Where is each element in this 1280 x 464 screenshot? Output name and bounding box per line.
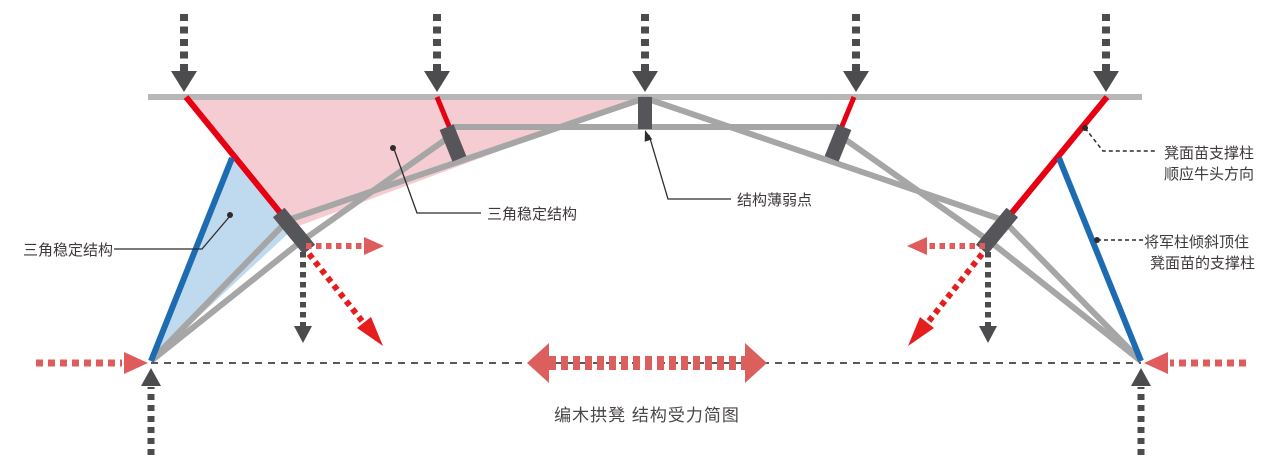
leader-lines xyxy=(114,127,1157,250)
weak-point-label: 结构薄弱点 xyxy=(737,192,812,209)
right-lower-joint-block xyxy=(975,207,1019,255)
center-weak-point-block xyxy=(638,97,652,129)
thrust-arrowhead xyxy=(124,352,148,374)
left-joint-diagonal-arrow xyxy=(306,252,383,346)
left-reaction-arrow xyxy=(141,368,161,455)
king-post-columns xyxy=(148,156,1144,363)
mid-triangle-leader xyxy=(393,148,481,214)
load-arrow-3 xyxy=(632,14,658,92)
load-arrow-5 xyxy=(1093,14,1119,92)
right-peak-member xyxy=(644,95,1144,364)
left-joint-horizontal-arrow xyxy=(306,237,384,255)
reaction-arrowhead xyxy=(141,368,161,386)
leader-dots xyxy=(227,125,1100,243)
force-arrowhead xyxy=(364,237,384,255)
load-arrowhead xyxy=(1093,71,1119,92)
leader-dot xyxy=(1094,237,1100,243)
thrust-arrowhead xyxy=(1144,352,1168,374)
weak-point-leader xyxy=(648,134,731,200)
force-arrowhead xyxy=(357,317,383,346)
mid-triangle-label: 三角稳定结构 xyxy=(487,206,577,223)
foot-thrust-arrows xyxy=(36,352,1246,374)
leader-dot xyxy=(390,145,396,151)
right-joint-down-arrow xyxy=(979,252,997,343)
king-post-label-line1: 将军柱倾斜顶住 xyxy=(1144,234,1249,251)
left-joint-force-arrows xyxy=(294,237,384,346)
right-foot-thrust-arrow xyxy=(1144,352,1246,374)
leader-dot xyxy=(227,212,233,218)
right-joint-diagonal-arrow xyxy=(908,252,985,346)
force-arrowhead xyxy=(979,326,997,343)
right-blue-king-post xyxy=(1056,156,1144,363)
seat-support-label-line2: 顺应牛头方向 xyxy=(1164,165,1254,183)
load-arrow-1 xyxy=(171,14,197,92)
left-red-support-column xyxy=(183,95,294,228)
leader-dot xyxy=(1082,125,1088,131)
load-arrowhead xyxy=(632,71,658,92)
reaction-arrowhead xyxy=(1131,368,1151,386)
load-arrowhead xyxy=(171,71,197,92)
force-arrowhead xyxy=(907,237,927,255)
ground-reaction-arrows xyxy=(141,368,1151,455)
seat-support-leader xyxy=(1084,127,1157,152)
left-upper-joint-block xyxy=(439,124,467,162)
blue-stability-triangle-fill xyxy=(152,158,293,360)
joint-blocks xyxy=(272,97,1019,255)
load-arrow-2 xyxy=(424,14,450,92)
load-arrow-4 xyxy=(843,14,869,92)
king-post-label-line2: 凳面苗的支撑柱 xyxy=(1150,255,1255,272)
load-arrows xyxy=(171,14,1119,92)
force-arrowhead xyxy=(294,326,312,343)
seat-support-label-line1: 凳面苗支撑柱 xyxy=(1164,145,1254,162)
left-red-support-stub xyxy=(434,96,454,132)
left-lower-joint-block xyxy=(272,207,316,255)
right-red-support-column xyxy=(998,95,1110,228)
right-upper-joint-block xyxy=(824,124,852,162)
weak-point-leader-arrowhead xyxy=(644,130,653,142)
force-arrowhead xyxy=(908,317,934,346)
spread-arrowhead-left xyxy=(527,343,549,383)
diagram-title: 编木拱凳 结构受力简图 xyxy=(554,406,740,425)
left-blue-king-post xyxy=(148,156,235,363)
left-foot-thrust-arrow xyxy=(36,352,148,374)
left-joint-down-arrow xyxy=(294,252,312,343)
right-red-support-stub xyxy=(837,96,857,132)
right-reaction-arrow xyxy=(1131,368,1151,455)
right-joint-force-arrows xyxy=(907,237,997,346)
spread-arrowhead-right xyxy=(745,343,767,383)
right-joint-horizontal-arrow xyxy=(907,237,985,255)
left-triangle-label: 三角稳定结构 xyxy=(23,242,113,259)
seat-support-columns xyxy=(183,95,1110,228)
load-arrowhead xyxy=(843,71,869,92)
center-spread-arrow xyxy=(527,343,767,383)
left-triangle-leader xyxy=(114,215,231,250)
load-arrowhead xyxy=(424,71,450,92)
